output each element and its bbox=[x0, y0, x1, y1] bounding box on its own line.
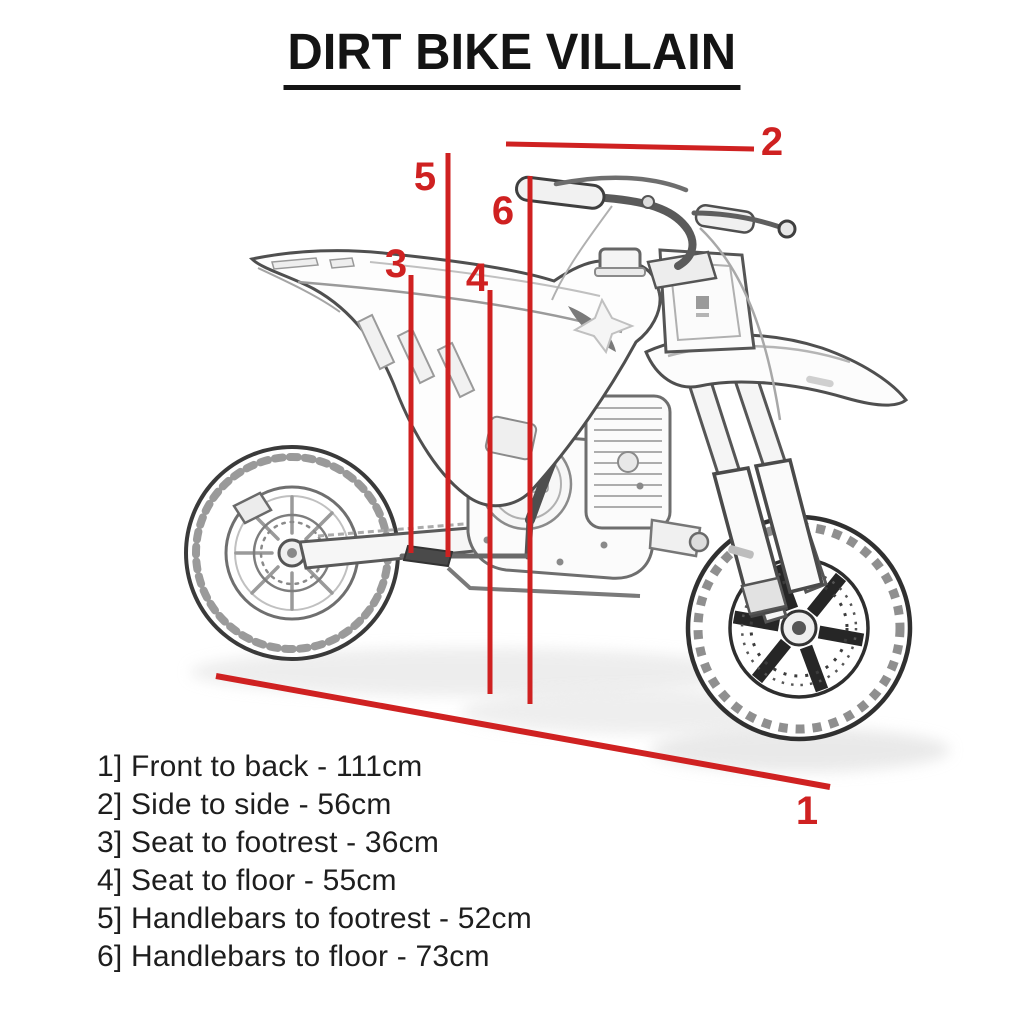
legend-item: 6] Handlebars to floor - 73cm bbox=[97, 940, 490, 973]
legend-item: 1] Front to back - 111cm bbox=[97, 750, 423, 783]
legend-item: 2] Side to side - 56cm bbox=[97, 788, 392, 821]
measurement-lines bbox=[215, 141, 831, 790]
measure-line-1 bbox=[215, 673, 831, 790]
measure-marker-6: 6 bbox=[491, 189, 515, 233]
brake-lever bbox=[691, 210, 783, 230]
footpeg bbox=[402, 544, 454, 568]
legend-item: 4] Seat to floor - 55cm bbox=[97, 864, 397, 897]
measure-marker-1: 1 bbox=[795, 789, 819, 833]
measure-marker-3: 3 bbox=[384, 242, 408, 286]
measurement-legend: 1] Front to back - 111cm 2] Side to side… bbox=[97, 748, 532, 976]
measure-line-2 bbox=[505, 141, 755, 152]
brake-hose bbox=[699, 227, 782, 421]
clutch-lever bbox=[553, 175, 689, 193]
rear-wheel bbox=[184, 445, 400, 661]
title-wrap: DIRT BIKE VILLAIN bbox=[0, 23, 1024, 91]
front-fender bbox=[644, 333, 909, 407]
page-title: DIRT BIKE VILLAIN bbox=[283, 23, 741, 91]
legend-item: 5] Handlebars to footrest - 52cm bbox=[97, 902, 532, 935]
legend-item: 3] Seat to footrest - 36cm bbox=[97, 826, 440, 859]
bodywork bbox=[248, 247, 662, 508]
measure-marker-5: 5 bbox=[413, 155, 437, 199]
handlebars bbox=[515, 175, 797, 421]
measure-marker-2: 2 bbox=[760, 120, 784, 164]
measure-marker-4: 4 bbox=[465, 256, 489, 300]
